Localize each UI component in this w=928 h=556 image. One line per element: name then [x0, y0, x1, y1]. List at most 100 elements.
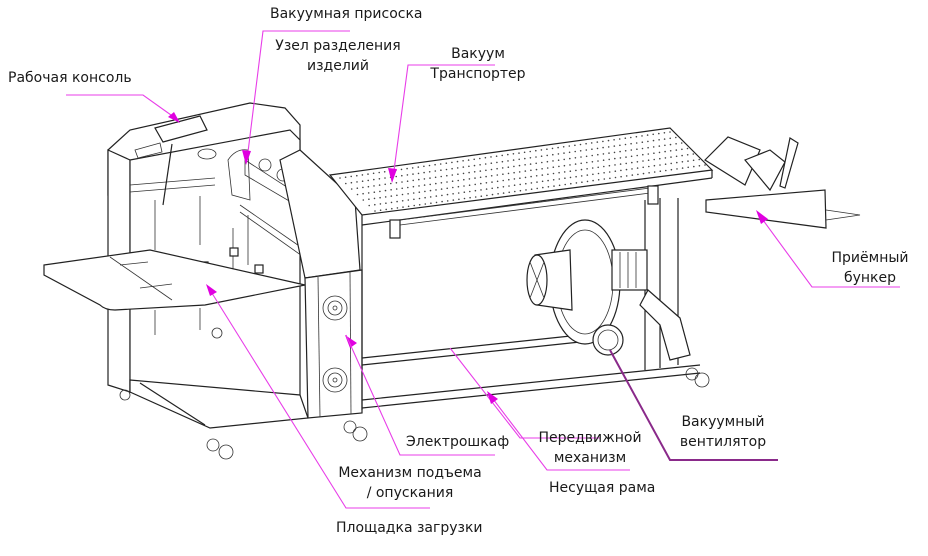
perforation-dot	[586, 161, 588, 164]
perforation-dot	[379, 209, 382, 211]
perforation-dot	[468, 184, 471, 186]
perforation-dot	[653, 164, 656, 167]
perforation-dot	[675, 155, 678, 158]
perforation-dot	[641, 147, 644, 150]
label-vacuum-fan-line1: Вакуумный	[681, 414, 765, 430]
perforation-dot	[424, 203, 427, 205]
perforation-dot	[406, 167, 408, 170]
perforation-dot	[518, 171, 521, 173]
perforation-dot	[418, 178, 420, 181]
perforation-dot	[513, 165, 515, 168]
perforation-dot	[569, 164, 571, 166]
perforation-dot	[540, 149, 543, 151]
perforation-dot	[698, 165, 701, 167]
perforation-dot	[664, 163, 667, 165]
perforation-dot	[468, 171, 470, 174]
perforation-dot	[474, 177, 476, 179]
perforation-dot	[648, 165, 650, 168]
perforation-dot	[669, 131, 671, 133]
perforation-dot	[519, 189, 522, 192]
perforation-dot	[457, 179, 460, 182]
perforation-dot	[441, 194, 443, 197]
perforation-dot	[692, 159, 695, 162]
perforation-dot	[535, 156, 537, 158]
perforation-dot	[413, 204, 416, 207]
perforation-dot	[440, 182, 443, 184]
perforation-dot	[642, 166, 644, 169]
perforation-dot	[350, 188, 353, 190]
perforation-dot	[592, 173, 594, 176]
perforation-dot	[558, 178, 561, 180]
perforation-dot	[490, 168, 493, 171]
perforation-dot	[541, 180, 544, 183]
perforation-dot	[563, 164, 566, 167]
perforation-dot	[440, 175, 443, 178]
perforation-dot	[635, 142, 638, 144]
perforation-dot	[446, 187, 449, 190]
perforation-dot	[675, 143, 677, 145]
perforation-dot	[603, 172, 605, 174]
perforation-dot	[641, 141, 644, 143]
perforation-dot	[395, 188, 398, 190]
perforation-dot	[512, 159, 515, 161]
perforation-dot	[479, 170, 482, 172]
perforation-dot	[625, 175, 628, 177]
perforation-dot	[424, 196, 426, 199]
perforation-dot	[339, 177, 341, 179]
perforation-dot	[395, 175, 398, 178]
perforation-dot	[652, 146, 655, 148]
perforation-dot	[581, 181, 583, 183]
perforation-dot	[468, 165, 470, 168]
perforation-dot	[687, 160, 689, 162]
perforation-dot	[473, 164, 476, 167]
perforation-dot	[614, 164, 616, 166]
label-separation-unit-line2: изделий	[307, 58, 369, 74]
perforation-dot	[551, 147, 554, 150]
perforation-dot	[524, 164, 526, 166]
perforation-dot	[585, 149, 588, 151]
perforation-dot	[625, 162, 627, 165]
perforation-dot	[529, 150, 531, 153]
perforation-dot	[541, 161, 543, 164]
perforation-dot	[637, 173, 639, 176]
perforation-dot	[428, 164, 431, 167]
perforation-dot	[391, 207, 393, 210]
perforation-dot	[434, 163, 436, 166]
perforation-dot	[490, 162, 493, 164]
perforation-dot	[367, 179, 370, 182]
perforation-dot	[597, 153, 599, 156]
perforation-dot	[624, 137, 627, 139]
perforation-dot	[445, 168, 448, 171]
perforation-dot	[407, 205, 410, 208]
perforation-dot	[519, 177, 521, 179]
perforation-dot	[468, 178, 471, 180]
perforation-dot	[480, 182, 482, 185]
perforation-dot	[356, 187, 359, 189]
perforation-dot	[641, 135, 643, 137]
perforation-dot	[496, 180, 499, 183]
perforation-dot	[401, 200, 404, 202]
perforation-dot	[564, 177, 566, 179]
perforation-dot	[530, 175, 532, 178]
perforation-dot	[518, 164, 521, 167]
perforation-dot	[625, 156, 627, 158]
perforation-dot	[417, 166, 420, 168]
perforation-dot	[664, 150, 666, 153]
perforation-dot	[378, 184, 381, 186]
perforation-dot	[485, 182, 488, 184]
perforation-dot	[574, 144, 576, 147]
perforation-dot	[568, 145, 571, 147]
perforation-dot	[378, 178, 381, 180]
perforation-dot	[602, 153, 605, 155]
perforation-dot	[664, 144, 666, 147]
perforation-dot	[423, 178, 426, 180]
perforation-dot	[569, 176, 572, 179]
perforation-dot	[535, 168, 538, 171]
perforation-dot	[647, 140, 649, 143]
perforation-dot	[441, 200, 443, 203]
perforation-dot	[619, 163, 622, 165]
perforation-dot	[469, 196, 471, 199]
perforation-dot	[452, 186, 454, 189]
perforation-dot	[540, 155, 543, 157]
perforation-dot	[508, 191, 511, 194]
